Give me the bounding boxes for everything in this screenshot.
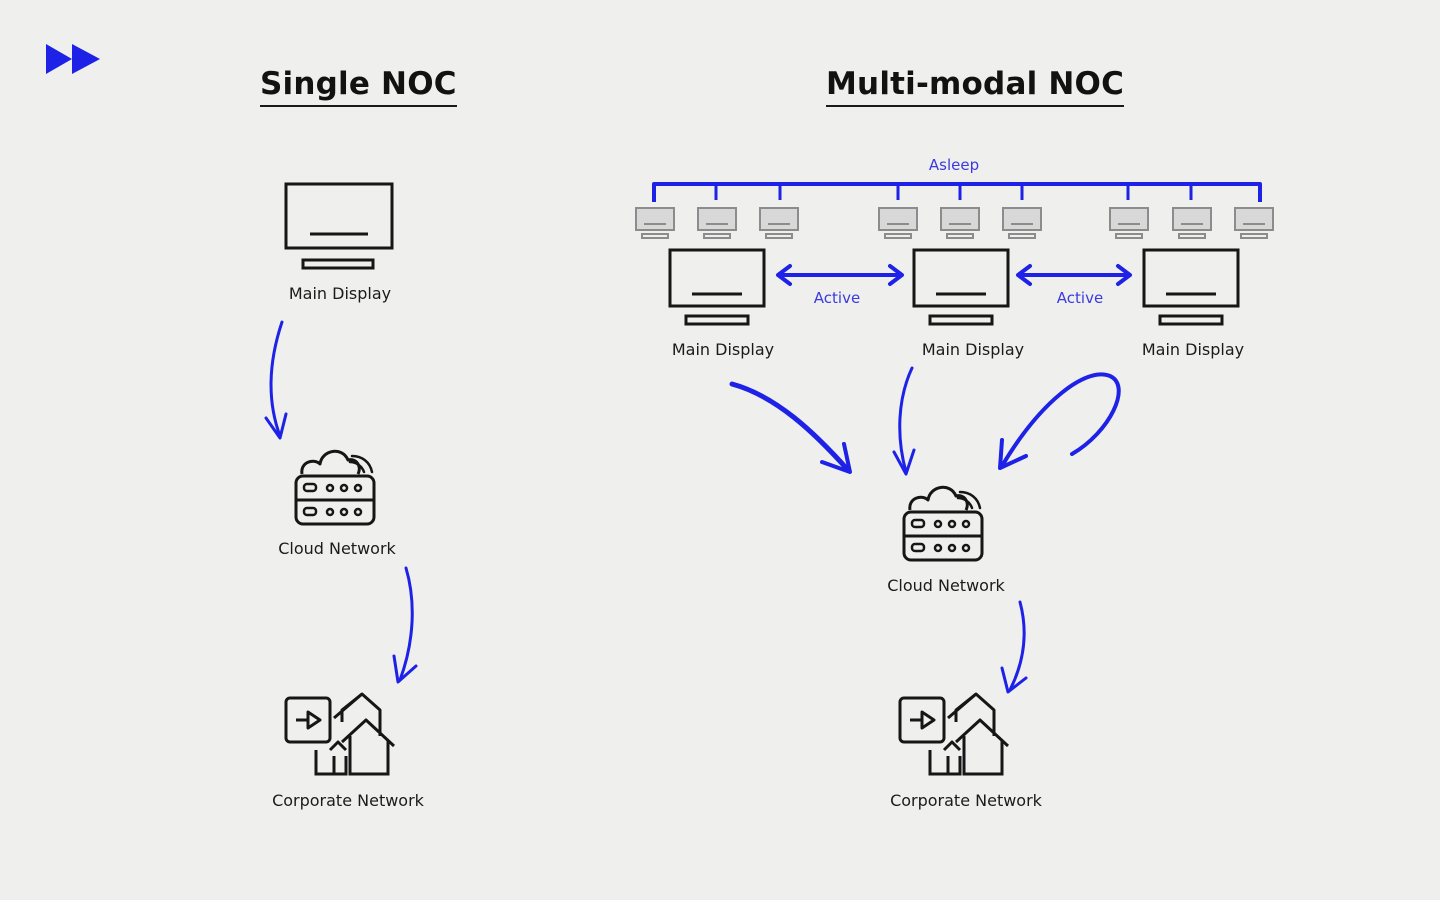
active-double-arrow — [1016, 264, 1132, 286]
cloud-server-icon — [294, 449, 376, 526]
single-noc-title: Single NOC — [260, 66, 457, 107]
asleep-monitor-icon — [1002, 207, 1042, 239]
arrow-center-display-to-cloud — [892, 366, 916, 476]
arrow-display-to-cloud — [264, 320, 288, 440]
monitor-icon — [668, 248, 766, 326]
multi-corporate-network-label: Corporate Network — [890, 791, 1042, 810]
asleep-monitor-icon — [1109, 207, 1149, 239]
corporate-network-icon — [898, 692, 1010, 776]
asleep-monitor-icon — [635, 207, 675, 239]
single-main-display-label: Main Display — [288, 284, 392, 303]
asleep-label: Asleep — [928, 156, 980, 174]
active-label: Active — [813, 289, 861, 307]
arrow-left-display-to-cloud — [729, 381, 852, 474]
arrow-cloud-to-corporate — [392, 566, 418, 684]
arrow-cloud-to-corporate — [1000, 600, 1028, 694]
corporate-network-icon — [284, 692, 396, 776]
multi-main-display-label: Main Display — [1141, 340, 1245, 359]
fast-forward-icon — [46, 44, 100, 74]
active-label: Active — [1056, 289, 1104, 307]
asleep-bus-line — [652, 182, 1262, 202]
multi-cloud-network-label: Cloud Network — [887, 576, 1005, 595]
monitor-icon — [1142, 248, 1240, 326]
multi-main-display-label: Main Display — [921, 340, 1025, 359]
asleep-monitor-icon — [1172, 207, 1212, 239]
asleep-monitor-icon — [697, 207, 737, 239]
asleep-monitor-icon — [878, 207, 918, 239]
multi-main-display-label: Main Display — [671, 340, 775, 359]
single-cloud-network-label: Cloud Network — [278, 539, 396, 558]
asleep-monitor-icon — [759, 207, 799, 239]
multi-noc-title: Multi-modal NOC — [826, 66, 1125, 107]
single-corporate-network-label: Corporate Network — [272, 791, 424, 810]
asleep-monitor-icon — [1234, 207, 1274, 239]
monitor-icon — [284, 182, 394, 270]
arrow-right-display-to-cloud — [998, 372, 1121, 470]
cloud-server-icon — [902, 485, 984, 562]
monitor-icon — [912, 248, 1010, 326]
asleep-monitor-icon — [940, 207, 980, 239]
active-double-arrow — [776, 264, 904, 286]
